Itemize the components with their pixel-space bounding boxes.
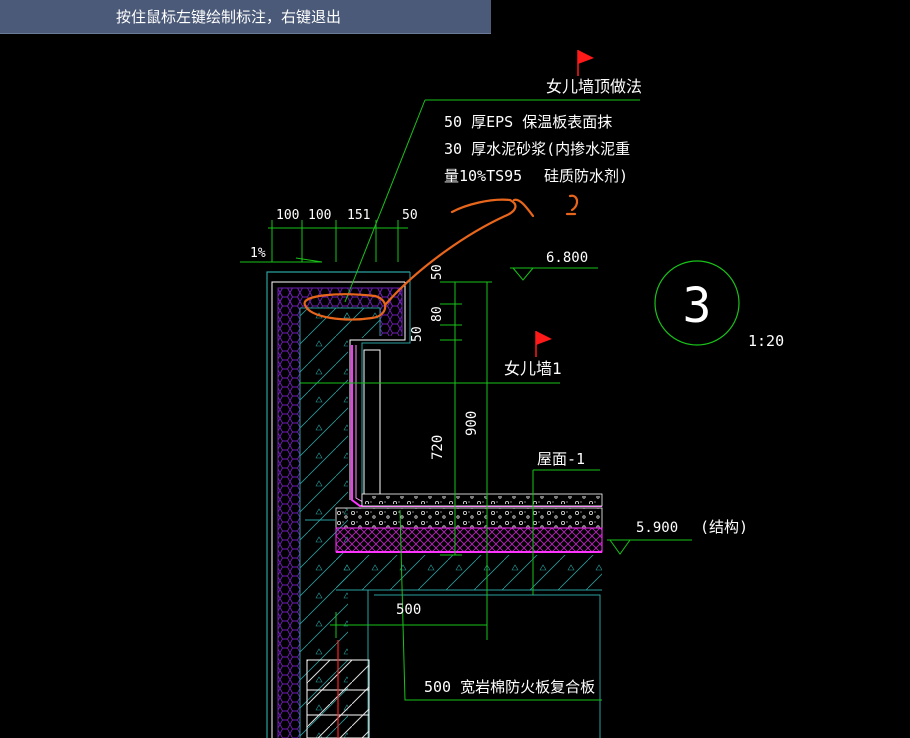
status-tooltip: 按住鼠标左键绘制标注，右键退出 [0, 0, 491, 34]
flag-icon [577, 50, 594, 76]
markup-annotation [303, 194, 579, 321]
parapet-outline [266, 271, 411, 738]
detail-number: 3 [683, 278, 712, 334]
eps-insulation [277, 287, 403, 738]
detail-callout: 3 1:20 [654, 260, 784, 350]
elevation-structure-note: (结构) [700, 518, 748, 536]
parapet-top-line3b: 硅质防水剂) [544, 167, 628, 185]
dim-top-2: 100 [308, 208, 331, 223]
lower-wall-detail [306, 640, 370, 738]
dimension-lines [240, 99, 692, 701]
dim-top-3: 151 [347, 208, 370, 223]
elevation-top: 6.800 [546, 250, 588, 266]
dim-vert-900: 900 [464, 411, 480, 436]
slope-label: 1% [250, 246, 266, 261]
dim-horizontal-500: 500 [396, 602, 421, 618]
parapet-top-line2: 30 厚水泥砂浆(内掺水泥重 [444, 140, 630, 158]
dim-top-4: 50 [402, 208, 418, 223]
dim-vert-2: 80 [430, 306, 445, 322]
elevation-structure: 5.900 [636, 520, 678, 536]
cad-text: 女儿墙顶做法 50 厚EPS 保温板表面抹 30 厚水泥砂浆(内掺水泥重 量10… [250, 77, 748, 696]
flag-icon [535, 331, 552, 357]
parapet-wall-label: 女儿墙1 [504, 359, 562, 378]
detail-scale: 1:20 [748, 332, 784, 350]
parapet-top-title: 女儿墙顶做法 [546, 77, 642, 96]
roof-label: 屋面-1 [537, 450, 585, 468]
dim-top-1: 100 [276, 208, 299, 223]
roof-layers [305, 493, 603, 738]
dim-vert-1: 50 [430, 264, 445, 280]
dim-vert-3: 50 [410, 326, 425, 342]
dim-vert-720: 720 [430, 435, 446, 460]
parapet-top-line1: 50 厚EPS 保温板表面抹 [444, 113, 612, 131]
parapet-top-line3a: 量10%TS95 [444, 167, 522, 185]
rock-wool-label: 500 宽岩棉防火板复合板 [424, 678, 595, 696]
